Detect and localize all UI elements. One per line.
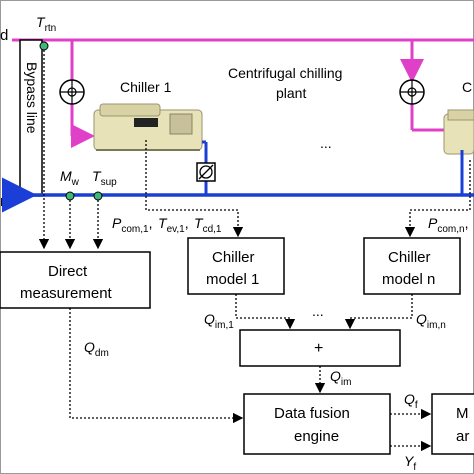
left-bottom-partial-label: r [0, 193, 5, 210]
q-im-n-label: Qim,n [416, 311, 446, 331]
output-line2: ar [456, 428, 469, 445]
p-com-n-label: Pcom,n, [428, 215, 468, 235]
q-dm-label: Qdm [84, 339, 109, 359]
sensor-t-rtn [39, 41, 49, 51]
q-im-1-flow [235, 294, 296, 330]
t-sup-label: Tsup [92, 168, 117, 188]
sensor-m-w [65, 191, 75, 201]
chiller-n-unit [443, 109, 474, 155]
q-im-label: Qim [330, 368, 351, 388]
chiller-n-signal [404, 160, 471, 238]
t-rtn-label: Trtn [36, 14, 56, 34]
pump-icon [399, 79, 425, 105]
pump-icon [59, 79, 85, 105]
chiller-model-n-line2: model n [382, 271, 435, 288]
direct-measurement-line1: Direct [48, 263, 88, 280]
q-im-1-label: Qim,1 [204, 311, 234, 331]
fusion-line1: Data fusion [274, 405, 350, 422]
output-block-partial [431, 393, 474, 455]
sensor-t-sup [93, 191, 103, 201]
t-cd-1-label: Tcd,1 [194, 215, 222, 235]
chiller-1-unit [93, 103, 203, 151]
fusion-line2: engine [294, 428, 339, 445]
valve-icon [196, 162, 216, 182]
chiller-model-1-line2: model 1 [206, 271, 259, 288]
sum-block [239, 329, 401, 367]
chiller-model-n-block [363, 237, 461, 295]
chiller-model-1-line1: Chiller [212, 249, 255, 266]
q-im-n-flow [344, 294, 413, 330]
q-dm-flow [69, 308, 244, 424]
plant-title-line1: Centrifugal chilling [228, 65, 342, 81]
m-w-label: Mw [60, 168, 80, 188]
bypass-line-label: Bypass line [24, 62, 40, 134]
plant-title-line2: plant [276, 85, 306, 101]
direct-measurement-line2: measurement [20, 285, 113, 302]
q-f-label: Qf [404, 391, 418, 411]
p-com-1-label: Pcom,1, [112, 215, 152, 235]
data-fusion-engine-block [243, 393, 391, 455]
direct-measurement-block [0, 251, 151, 309]
chiller-model-1-block [187, 237, 285, 295]
chiller-model-n-line1: Chiller [388, 249, 431, 266]
chiller-1-label: Chiller 1 [120, 79, 172, 95]
output-line1: M [456, 405, 469, 422]
t-ev-1-label: Tev,1, [158, 215, 189, 235]
left-top-partial-label: d [0, 27, 8, 44]
chiller-1-signal [145, 140, 244, 238]
y-f-label: Yf [404, 453, 416, 473]
models-ellipsis: ... [312, 303, 324, 319]
sum-label: + [314, 340, 323, 357]
plant-ellipsis: ... [320, 135, 332, 151]
chiller-n-label: C [462, 79, 472, 95]
